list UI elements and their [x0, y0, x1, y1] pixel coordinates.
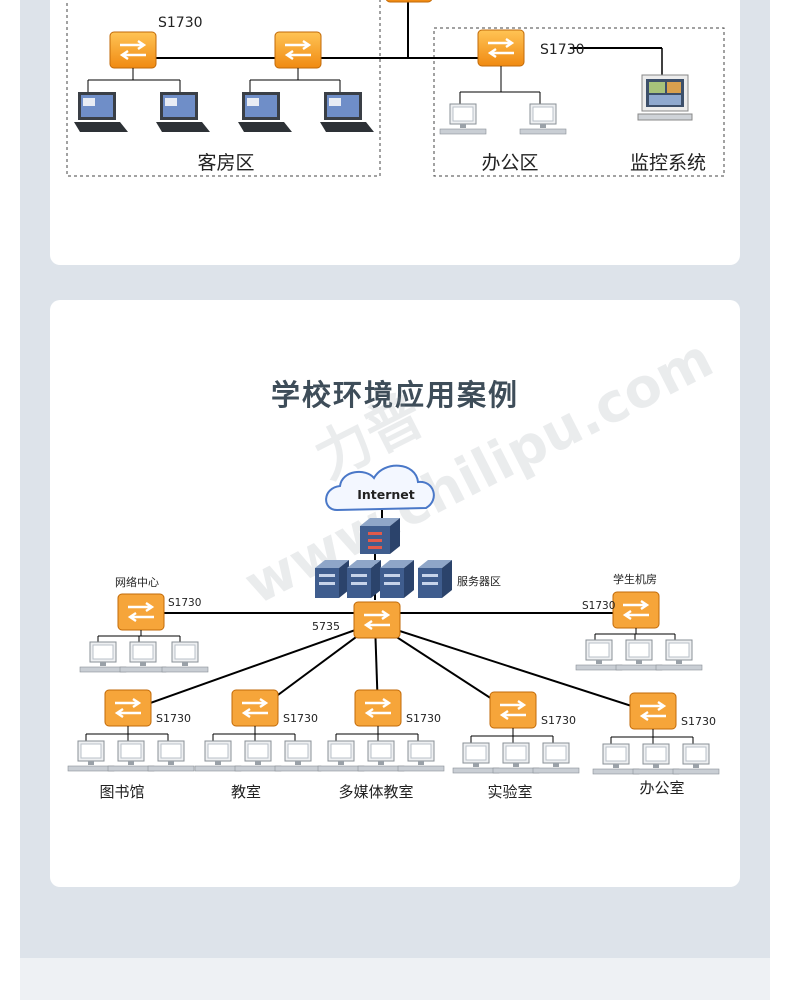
- hotel-diagram-card: S1730 客房区 S1730 办公区 监控系统: [50, 0, 740, 265]
- internet-cloud-icon: Internet: [325, 464, 435, 512]
- monitor-station-icon: [637, 74, 693, 121]
- firewall-icon: [360, 518, 400, 554]
- office-zone-box: [433, 27, 725, 177]
- server-icon: [315, 560, 349, 598]
- desktop-pc-icon: [615, 639, 663, 671]
- switch-icon: [108, 30, 158, 70]
- core-switch-icon: [384, 0, 434, 4]
- desktop-pc-icon: [194, 740, 242, 772]
- switch-model-label: S1730: [168, 597, 201, 609]
- switch-model-label: S1730: [283, 712, 318, 725]
- zone-label-monitor: 监控系统: [630, 152, 706, 174]
- laptop-icon: [238, 92, 292, 132]
- zone-label-guest: 客房区: [197, 152, 254, 174]
- internet-label: Internet: [357, 487, 415, 502]
- switch-icon: [612, 591, 660, 629]
- server-icon: [347, 560, 381, 598]
- server-zone-label: 服务器区: [457, 575, 501, 588]
- switch-icon: [476, 28, 526, 68]
- branch-label: 图书馆: [99, 783, 144, 801]
- switch-model-label: S1730: [681, 715, 716, 728]
- switch-model-label: S1730: [406, 712, 441, 725]
- switch-model-label: S1730: [158, 15, 203, 31]
- zone-label-office: 办公区: [481, 152, 538, 174]
- desktop-pc-icon: [317, 740, 365, 772]
- switch-model-label: S1730: [540, 42, 585, 58]
- desktop-pc-icon: [452, 742, 500, 774]
- guest-zone-box: [66, 0, 381, 177]
- desktop-pc-icon: [532, 742, 580, 774]
- laptop-icon: [74, 92, 128, 132]
- desktop-pc-icon: [492, 742, 540, 774]
- switch-model-label: S1730: [582, 600, 615, 612]
- desktop-pc-icon: [632, 743, 680, 775]
- student-lab-label: 学生机房: [613, 572, 657, 586]
- branch-label: 实验室: [487, 783, 532, 801]
- switch-model-label: S1730: [156, 712, 191, 725]
- switch-icon: [117, 593, 165, 631]
- desktop-pc-icon: [79, 641, 127, 673]
- desktop-pc-icon: [67, 740, 115, 772]
- school-case-card: 学校环境应用案例 力普 www.chilipu.com: [50, 300, 740, 887]
- desktop-pc-icon: [439, 103, 487, 135]
- section-title: 学校环境应用案例: [270, 378, 519, 412]
- branch-label: 办公室: [639, 779, 684, 797]
- desktop-pc-icon: [147, 740, 195, 772]
- desktop-pc-icon: [519, 103, 567, 135]
- bottom-decor-strip: [20, 958, 770, 1000]
- desktop-pc-icon: [575, 639, 623, 671]
- switch-icon: [489, 691, 537, 729]
- core-model-label: 5735: [312, 620, 340, 633]
- desktop-pc-icon: [672, 743, 720, 775]
- desktop-pc-icon: [357, 740, 405, 772]
- switch-icon: [273, 30, 323, 70]
- laptop-icon: [156, 92, 210, 132]
- switch-icon: [629, 692, 677, 730]
- switch-icon: [354, 689, 402, 727]
- desktop-pc-icon: [161, 641, 209, 673]
- switch-icon: [231, 689, 279, 727]
- laptop-icon: [320, 92, 374, 132]
- desktop-pc-icon: [119, 641, 167, 673]
- switch-model-label: S1730: [541, 714, 576, 727]
- desktop-pc-icon: [655, 639, 703, 671]
- desktop-pc-icon: [592, 743, 640, 775]
- server-icon: [418, 560, 452, 598]
- server-icon: [380, 560, 414, 598]
- school-network-diagram: 力普 www.chilipu.com Internet: [67, 326, 723, 801]
- network-center-label: 网络中心: [115, 575, 159, 589]
- hotel-network-diagram: S1730 客房区 S1730 办公区 监控系统: [66, 0, 725, 177]
- desktop-pc-icon: [107, 740, 155, 772]
- desktop-pc-icon: [234, 740, 282, 772]
- desktop-pc-icon: [397, 740, 445, 772]
- branch-label: 教室: [231, 783, 261, 801]
- branch-label: 多媒体教室: [338, 783, 413, 801]
- watermark: 力普 www.chilipu.com: [235, 326, 723, 616]
- switch-icon: [104, 689, 152, 727]
- desktop-pc-icon: [274, 740, 322, 772]
- core-switch-icon: [353, 601, 401, 639]
